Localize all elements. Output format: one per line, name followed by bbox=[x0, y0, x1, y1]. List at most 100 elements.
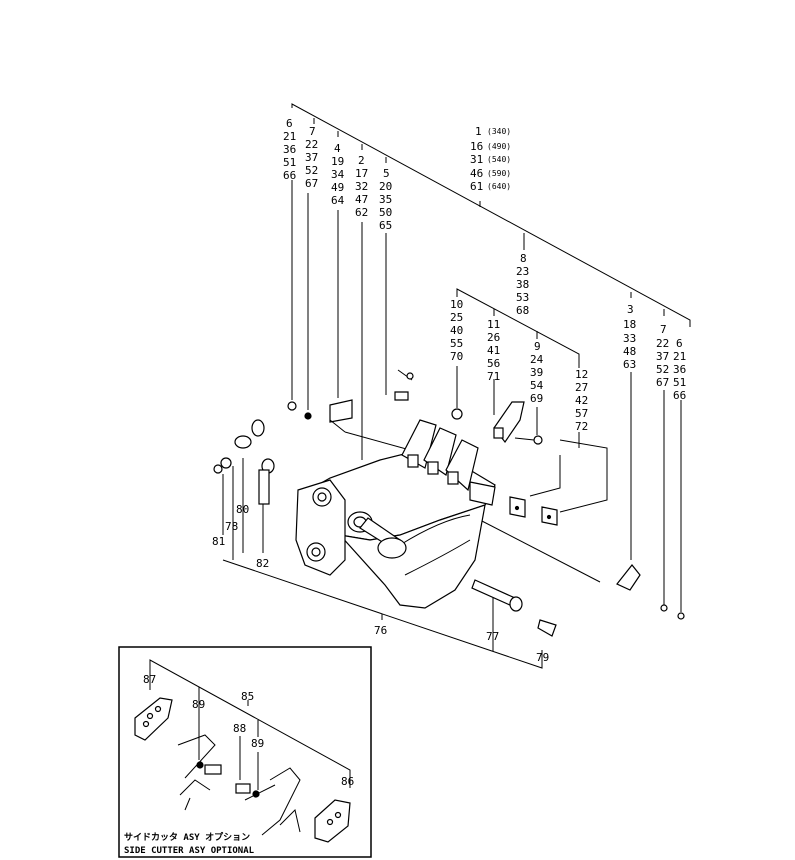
callout-column-10: 10 25 40 55 70 bbox=[450, 298, 463, 363]
callout-8-3: 53 bbox=[516, 291, 529, 304]
callout-10-3: 55 bbox=[450, 337, 463, 350]
callout-column-11: 11 26 41 56 71 bbox=[487, 318, 500, 383]
callout-12-0: 12 bbox=[575, 368, 588, 381]
inset-frame bbox=[118, 646, 372, 858]
callout-4-2: 34 bbox=[331, 168, 345, 181]
callout-6r-1: 21 bbox=[673, 350, 686, 363]
callout-6r-4: 66 bbox=[673, 389, 686, 402]
callout-10-2: 40 bbox=[450, 324, 463, 337]
callout-1-3: 46 bbox=[470, 167, 483, 180]
callout-82: 82 bbox=[256, 557, 269, 570]
callout-column-6: 6 21 36 51 66 bbox=[283, 117, 296, 182]
callout-9-2: 39 bbox=[530, 366, 543, 379]
callout-7-3: 52 bbox=[305, 164, 318, 177]
callout-6-0: 6 bbox=[286, 117, 293, 130]
inset-callout-86: 86 bbox=[341, 775, 354, 788]
callout-1-0: 1 bbox=[475, 125, 482, 138]
callout-8-2: 38 bbox=[516, 278, 529, 291]
callout-11-4: 71 bbox=[487, 370, 500, 383]
callout-7r-4: 67 bbox=[656, 376, 669, 389]
callout-4-1: 19 bbox=[331, 155, 344, 168]
callout-2-3: 47 bbox=[355, 193, 368, 206]
callout-7r-2: 37 bbox=[656, 350, 669, 363]
callout-2-1: 17 bbox=[355, 167, 368, 180]
callout-1-4-tag: (640) bbox=[487, 182, 511, 191]
callout-5-4: 65 bbox=[379, 219, 392, 232]
callout-8-1: 23 bbox=[516, 265, 529, 278]
callout-1-3-tag: (590) bbox=[487, 169, 511, 178]
callout-7-1: 22 bbox=[305, 138, 318, 151]
callout-column-3: 3 18 33 48 63 bbox=[623, 303, 636, 371]
callout-8-0: 8 bbox=[520, 252, 527, 265]
callout-9-3: 54 bbox=[530, 379, 544, 392]
callout-8-4: 68 bbox=[516, 304, 529, 317]
callout-81: 81 bbox=[212, 535, 225, 548]
callout-singles: 81 78 80 82 76 77 79 bbox=[212, 503, 549, 664]
callout-79: 79 bbox=[536, 651, 549, 664]
callout-column-12: 12 27 42 57 72 bbox=[575, 368, 588, 433]
callout-9-0: 9 bbox=[534, 340, 541, 353]
callout-1-2-tag: (540) bbox=[487, 155, 511, 164]
callout-6r-3: 51 bbox=[673, 376, 686, 389]
callout-9-4: 69 bbox=[530, 392, 543, 405]
callout-column-7: 7 22 37 52 67 bbox=[305, 125, 318, 190]
callout-1-1: 16 bbox=[470, 140, 483, 153]
callout-2-2: 32 bbox=[355, 180, 368, 193]
callout-column-5: 5 20 35 50 65 bbox=[379, 167, 392, 232]
callout-6-4: 66 bbox=[283, 169, 296, 182]
callout-6-1: 21 bbox=[283, 130, 296, 143]
callout-11-3: 56 bbox=[487, 357, 500, 370]
callout-7-4: 67 bbox=[305, 177, 318, 190]
inset-callout-88: 88 bbox=[233, 722, 246, 735]
bucket-assembly bbox=[213, 369, 685, 637]
callout-1-0-tag: (340) bbox=[487, 127, 511, 136]
leader-lines bbox=[222, 103, 691, 669]
callout-column-2: 2 17 32 47 62 bbox=[355, 154, 368, 219]
callout-3-1: 18 bbox=[623, 318, 636, 331]
callout-7r-1: 22 bbox=[656, 337, 669, 350]
callout-2-0: 2 bbox=[358, 154, 365, 167]
callout-3-0: 3 bbox=[627, 303, 634, 316]
callout-3-3: 48 bbox=[623, 345, 636, 358]
callout-7-0: 7 bbox=[309, 125, 316, 138]
callout-6r-0: 6 bbox=[676, 337, 683, 350]
callout-80: 80 bbox=[236, 503, 249, 516]
callout-11-2: 41 bbox=[487, 344, 500, 357]
callout-11-1: 26 bbox=[487, 331, 500, 344]
callout-4-3: 49 bbox=[331, 181, 344, 194]
callout-7-2: 37 bbox=[305, 151, 318, 164]
callout-76: 76 bbox=[374, 624, 387, 637]
inset-caption-jp: サイドカッタ ASY オプション bbox=[124, 831, 250, 843]
callout-12-2: 42 bbox=[575, 394, 588, 407]
callout-2-4: 62 bbox=[355, 206, 368, 219]
callout-7r-0: 7 bbox=[660, 323, 667, 336]
callout-column-8: 8 23 38 53 68 bbox=[516, 252, 529, 317]
callout-7r-3: 52 bbox=[656, 363, 669, 376]
callout-1-2: 31 bbox=[470, 153, 483, 166]
callout-column-1: 1 (340) 16 (490) 31 (540) 46 (590) 61 (6… bbox=[470, 125, 511, 193]
inset-callout-87: 87 bbox=[143, 673, 156, 686]
callout-6-2: 36 bbox=[283, 143, 296, 156]
callout-11-0: 11 bbox=[487, 318, 500, 331]
inset-caption-en: SIDE CUTTER ASY OPTIONAL bbox=[124, 846, 255, 856]
callout-3-2: 33 bbox=[623, 332, 636, 345]
callout-column-4: 4 19 34 49 64 bbox=[331, 142, 345, 207]
callout-column-6-right: 6 21 36 51 66 bbox=[673, 337, 686, 402]
callout-12-4: 72 bbox=[575, 420, 588, 433]
callout-3-4: 63 bbox=[623, 358, 636, 371]
callout-1-4: 61 bbox=[470, 180, 483, 193]
callout-1-1-tag: (490) bbox=[487, 142, 511, 151]
callout-column-9: 9 24 39 54 69 bbox=[530, 340, 544, 405]
callout-column-7-right: 7 22 37 52 67 bbox=[656, 323, 669, 389]
inset-callout-89a: 89 bbox=[192, 698, 205, 711]
callout-6-3: 51 bbox=[283, 156, 296, 169]
side-cutter-inset: 87 89 85 88 89 86 サイドカッタ ASY オプション SIDE … bbox=[118, 646, 372, 858]
inset-callout-89b: 89 bbox=[251, 737, 264, 750]
callout-4-0: 4 bbox=[334, 142, 341, 155]
callout-77: 77 bbox=[486, 630, 499, 643]
callout-12-3: 57 bbox=[575, 407, 588, 420]
callout-5-3: 50 bbox=[379, 206, 392, 219]
callout-10-1: 25 bbox=[450, 311, 463, 324]
callout-12-1: 27 bbox=[575, 381, 588, 394]
